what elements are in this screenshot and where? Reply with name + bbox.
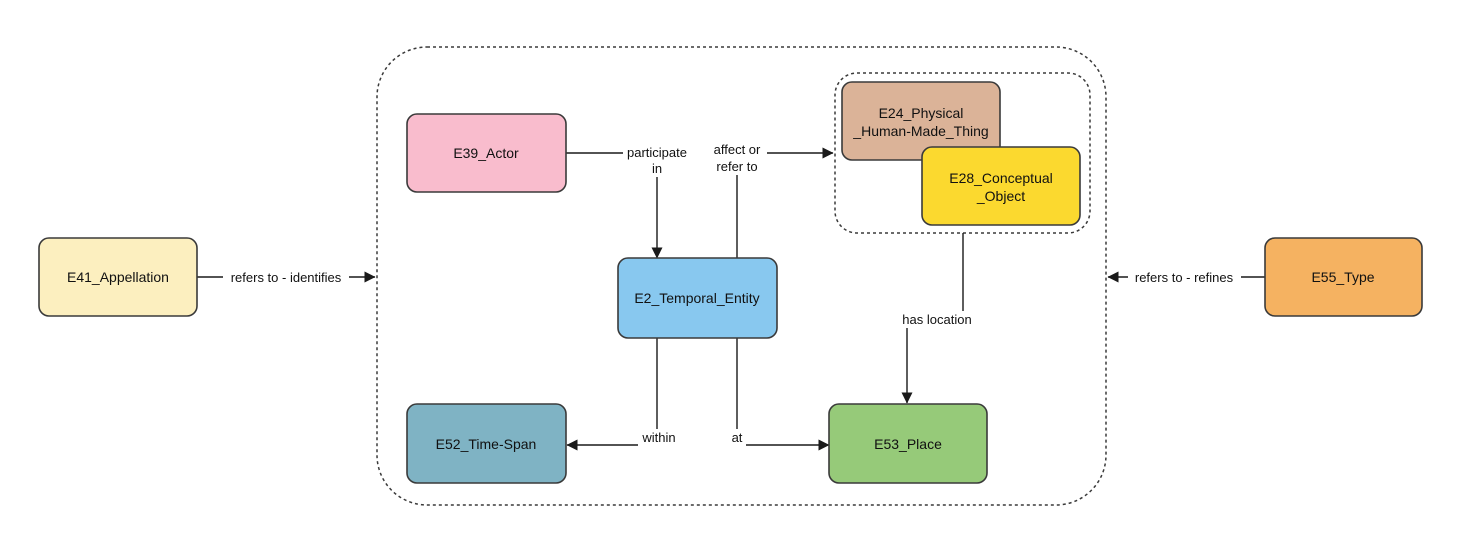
edge-type-refers: refers to - refines	[1107, 269, 1265, 285]
edge-has-location: has location	[895, 233, 979, 404]
node-conceptual-object[interactable]: E28_Conceptual _Object	[921, 146, 1081, 226]
edge-label-refers-identifies: refers to - identifies	[231, 270, 342, 285]
edge-label-within: within	[641, 430, 675, 445]
edge-label-refer-to: refer to	[716, 159, 757, 174]
node-appellation[interactable]: E41_Appellation	[38, 237, 198, 317]
node-label: E39_Actor	[453, 145, 519, 161]
node-temporal-entity[interactable]: E2_Temporal_Entity	[617, 257, 778, 339]
edge-label-participate: participate	[627, 145, 687, 160]
node-label: E55_Type	[1311, 269, 1374, 285]
entity-group-outer	[376, 46, 1107, 506]
node-type[interactable]: E55_Type	[1264, 237, 1423, 317]
edge-appellation-refers: refers to - identifies	[197, 269, 376, 285]
node-time-span[interactable]: E52_Time-Span	[406, 403, 567, 484]
edge-label-in: in	[652, 161, 662, 176]
edge-at: at	[728, 338, 830, 451]
node-label-line1: E24_Physical	[879, 105, 964, 121]
edge-within: within	[566, 338, 680, 451]
node-label: E52_Time-Span	[436, 436, 537, 452]
node-label: E53_Place	[874, 436, 942, 452]
node-place[interactable]: E53_Place	[828, 403, 988, 484]
node-physical-thing[interactable]: E24_Physical _Human-Made_Thing	[841, 81, 1001, 161]
edge-label-affect-or: affect or	[714, 142, 761, 157]
node-label: E2_Temporal_Entity	[634, 290, 759, 306]
node-label-line2: _Object	[976, 188, 1025, 204]
node-label: E41_Appellation	[67, 269, 169, 285]
edge-label-has-location: has location	[902, 312, 971, 327]
edge-participate-in: participate in	[566, 145, 691, 259]
node-label-line1: E28_Conceptual	[949, 170, 1053, 186]
edge-label-refers-refines: refers to - refines	[1135, 270, 1234, 285]
edge-label-at: at	[732, 430, 743, 445]
node-label-line2: _Human-Made_Thing	[852, 123, 988, 139]
node-actor[interactable]: E39_Actor	[406, 113, 567, 193]
edge-affect-refer: affect or refer to	[707, 141, 834, 258]
